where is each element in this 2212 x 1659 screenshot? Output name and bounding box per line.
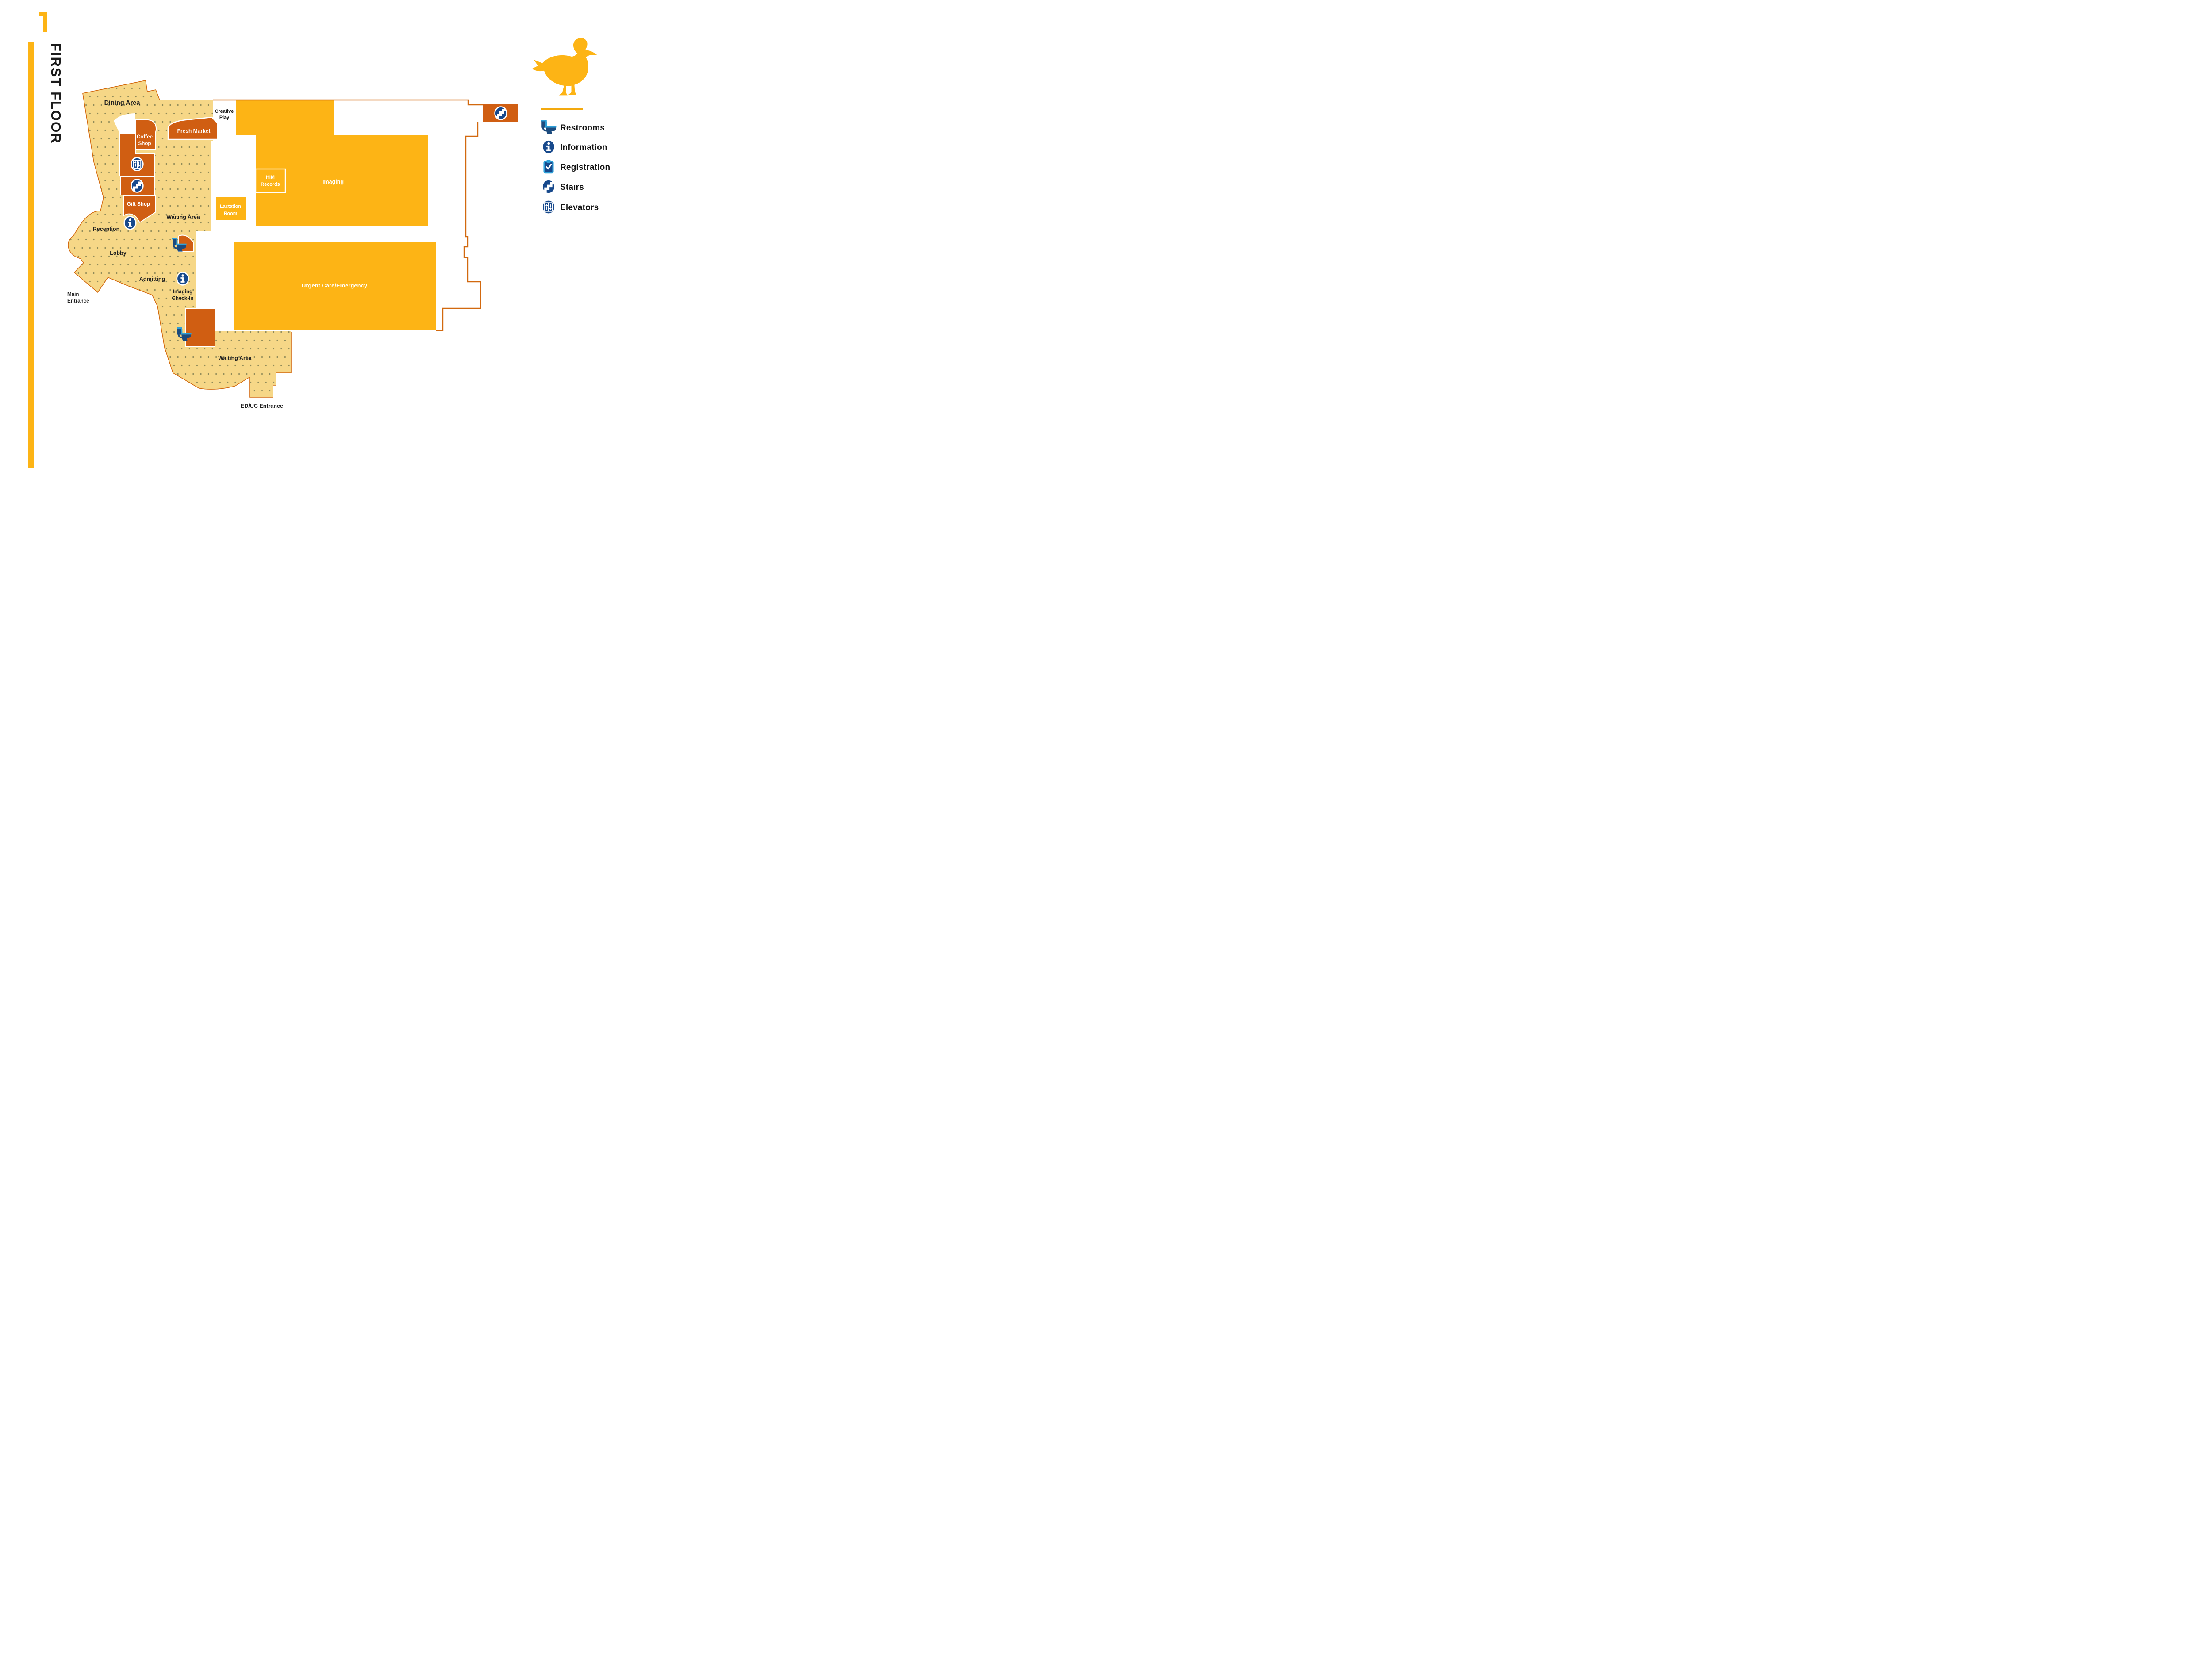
label-imaging-checkin-2: Check-In (172, 295, 194, 301)
label-coffee-shop-1: Coffee (137, 134, 153, 140)
legend-label-stairs: Stairs (560, 183, 584, 192)
label-creative-play-2: Play (219, 115, 229, 120)
info-icon-reception (123, 216, 137, 230)
legend-label-restrooms: Restrooms (560, 123, 605, 133)
duck-icon (532, 38, 597, 96)
legend-item-information: Information (541, 139, 607, 154)
label-lactation-1: Lactation (220, 204, 241, 209)
label-main-entrance-2: Entrance (67, 298, 89, 304)
label-ed-uc-entrance: ED/UC Entrance (241, 403, 283, 409)
label-main-entrance-1: Main (67, 291, 79, 297)
label-lactation-2: Room (224, 211, 238, 216)
restroom-block-south (185, 308, 215, 347)
legend-label-information: Information (560, 143, 607, 152)
legend-label-registration: Registration (560, 163, 610, 172)
floor-map: 1 FIRST FLOOR Dining Area Creative Play … (28, 12, 610, 468)
building-outline-left (68, 80, 292, 398)
label-urgent-care: Urgent Care/Emergency (302, 282, 368, 289)
label-creative-play-1: Creative (215, 109, 234, 114)
label-reception: Reception (93, 226, 119, 232)
label-dining-area: Dining Area (104, 100, 141, 107)
label-waiting-area-upper: Waiting Area (166, 214, 200, 220)
area-coffee-shop (135, 119, 157, 150)
legend-item-restrooms: Restrooms (541, 120, 605, 134)
label-waiting-area-lower: Waiting Area (218, 355, 252, 361)
info-icon-legend (541, 139, 556, 154)
elevator-icon-legend (541, 199, 556, 215)
floor-number-glyph (39, 12, 47, 32)
info-icon-admitting (176, 272, 189, 286)
building-outline-top (213, 99, 483, 106)
area-imaging-upper-block (236, 100, 334, 135)
toilet-icon-legend (541, 120, 557, 134)
legend-item-elevators: Elevators (541, 199, 599, 215)
stairs-icon-legend (540, 180, 557, 193)
white-notch (114, 113, 135, 134)
label-imaging: Imaging (323, 179, 344, 185)
label-lobby: Lobby (110, 250, 127, 256)
floor-title: FIRST FLOOR (48, 43, 64, 144)
label-him-records-1: HIM (266, 175, 275, 180)
area-him-records (255, 168, 286, 193)
page: 1 FIRST FLOOR Dining Area Creative Play … (0, 0, 684, 468)
label-gift-shop: Gift Shop (127, 201, 150, 207)
legend-item-registration: Registration (543, 159, 610, 174)
legend: Restrooms Information Registration Stair… (532, 38, 610, 215)
building-outline-right (436, 122, 481, 331)
label-him-records-2: Records (261, 182, 280, 187)
area-lactation-room (216, 197, 246, 220)
label-admitting: Admitting (139, 276, 165, 282)
area-gift-shop (123, 195, 156, 223)
legend-item-stairs: Stairs (540, 180, 584, 193)
elevator-icon-map (131, 157, 144, 171)
label-imaging-checkin-1: Imaging (173, 289, 192, 295)
label-fresh-market: Fresh Market (177, 128, 211, 134)
clipboard-check-icon-legend (543, 159, 554, 174)
legend-label-elevators: Elevators (560, 203, 599, 212)
label-coffee-shop-2: Shop (138, 141, 151, 146)
sidebar-accent-bar (28, 42, 34, 468)
area-fresh-market (167, 116, 219, 140)
area-urgent-care (234, 242, 436, 330)
legend-divider (541, 108, 583, 110)
